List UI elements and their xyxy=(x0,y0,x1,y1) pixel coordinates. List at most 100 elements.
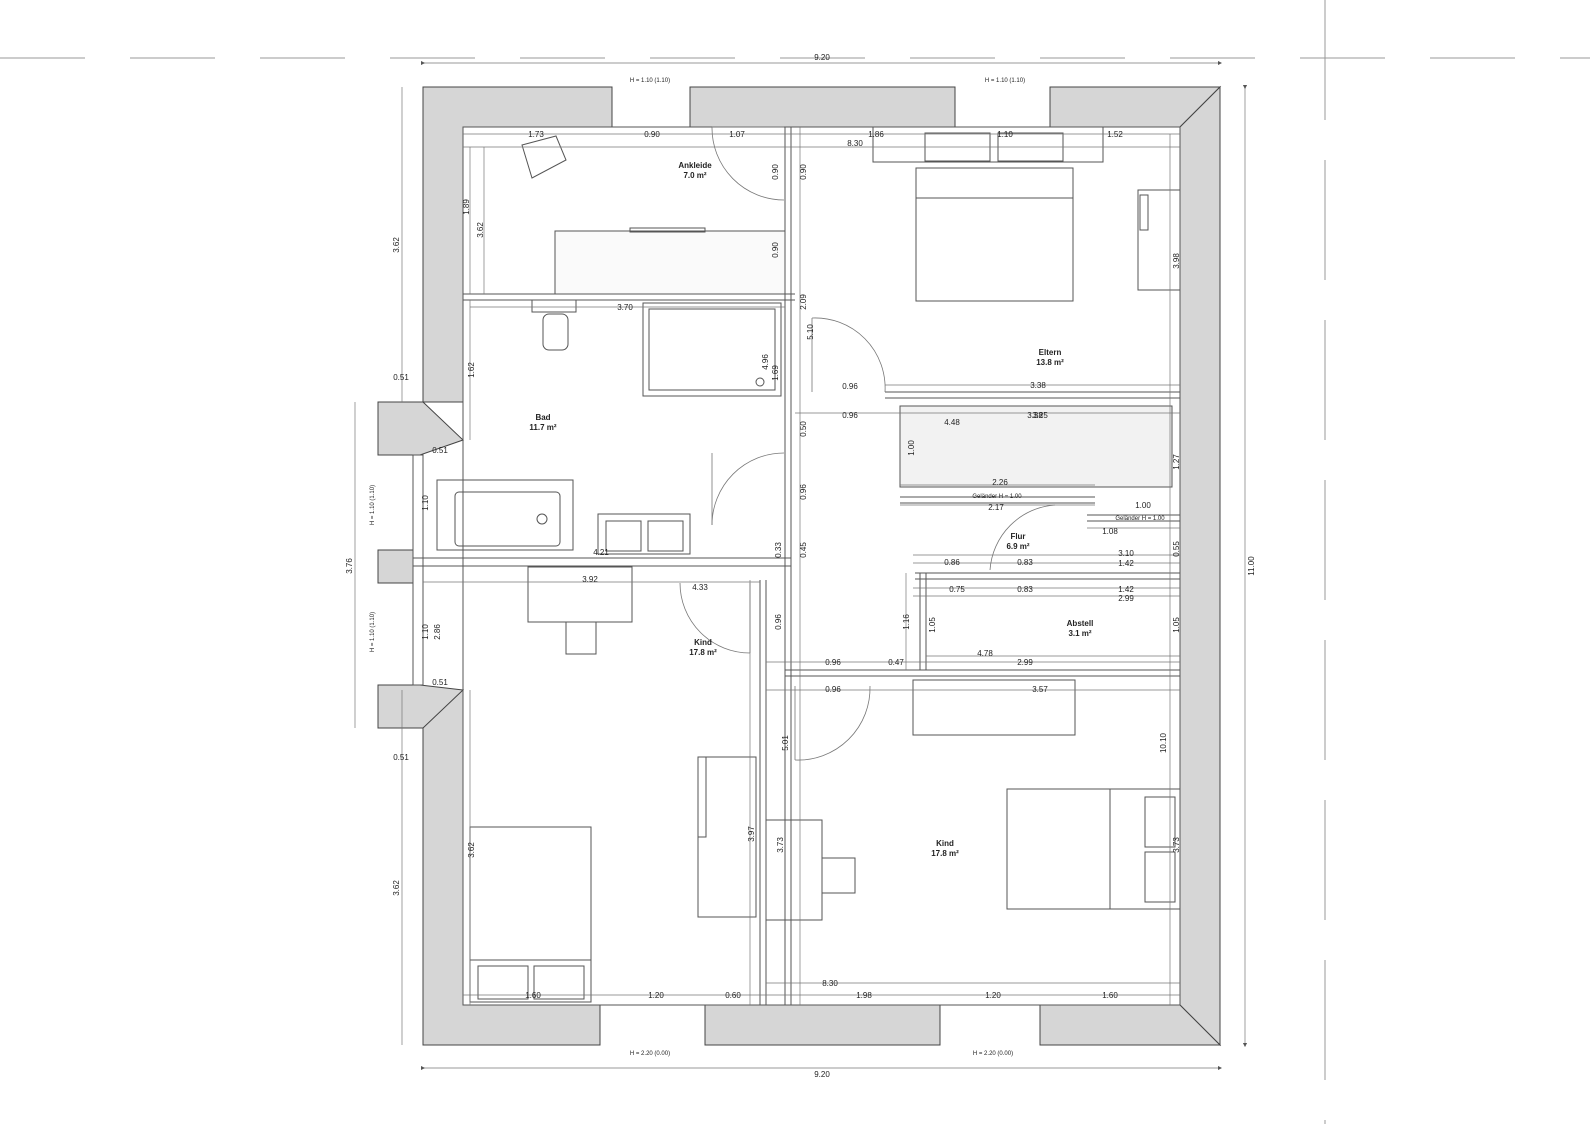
dim-label: 0.96 xyxy=(774,614,783,630)
dimension-lines xyxy=(354,60,1248,1071)
dim-label: 4.78 xyxy=(977,649,993,658)
dim-label: 0.45 xyxy=(799,542,808,558)
dim-label: 0.96 xyxy=(799,484,808,500)
dim-label: 2.99 xyxy=(1118,594,1134,603)
dim-label: 0.83 xyxy=(1017,585,1033,594)
dim-label: 3.70 xyxy=(617,303,633,312)
room-eltern-area: 13.8 m² xyxy=(1036,358,1064,367)
room-labels: Ankleide 7.0 m² Eltern 13.8 m² Bad 11.7 … xyxy=(529,161,1093,858)
dim-label: 1.86 xyxy=(868,130,884,139)
dimension-labels: 1.73 0.90 1.07 1.86 1.10 1.52 8.30 1.89 … xyxy=(392,130,1181,1000)
dim-label: 1.00 xyxy=(1135,501,1151,510)
interior-walls xyxy=(412,126,1181,1006)
dim-label: 1.60 xyxy=(525,991,541,1000)
dim-label: 0.90 xyxy=(771,164,780,180)
room-bad-name: Bad xyxy=(535,413,550,422)
room-ankleide-name: Ankleide xyxy=(678,161,712,170)
dim-label: 0.75 xyxy=(949,585,965,594)
dim-label: 0.96 xyxy=(825,685,841,694)
dim-label: 0.47 xyxy=(888,658,904,667)
dim-label: 1.60 xyxy=(1102,991,1118,1000)
width-top-label: 9.20 xyxy=(814,53,830,62)
dim-label: 1.52 xyxy=(1107,130,1123,139)
dim-label: 1.42 xyxy=(1118,585,1134,594)
dim-label: 3.25 xyxy=(1032,411,1048,420)
exterior-walls xyxy=(377,85,1222,1047)
dim-label: 1.73 xyxy=(528,130,544,139)
dim-label: 1.08 xyxy=(1102,527,1118,536)
dim-label: 1.20 xyxy=(985,991,1001,1000)
dim-label: 1.05 xyxy=(928,617,937,633)
dim-label: 0.86 xyxy=(944,558,960,567)
railing-label-1: Geländer H = 1.00 xyxy=(972,494,1022,500)
room-bad-area: 11.7 m² xyxy=(529,423,556,432)
dim-label: 0.90 xyxy=(644,130,660,139)
dim-label: 3.73 xyxy=(776,837,785,853)
dim-label: 3.38 xyxy=(1030,381,1046,390)
dim-label: 0.96 xyxy=(825,658,841,667)
dim-label: 2.09 xyxy=(799,294,808,310)
room-flur-name: Flur xyxy=(1010,532,1025,541)
room-abstell-area: 3.1 m² xyxy=(1068,629,1091,638)
dim-label: 1.27 xyxy=(1172,454,1181,470)
window-label-left-upper: H = 1.10 (1.10) xyxy=(370,485,376,525)
window-label-left-lower: H = 1.10 (1.10) xyxy=(370,612,376,652)
dim-label: 0.55 xyxy=(1172,541,1181,557)
dim-label: 2.17 xyxy=(988,503,1004,512)
dim-label: 3.62 xyxy=(392,880,401,896)
window-label-bottom-right: H = 2.20 (0.00) xyxy=(973,1051,1013,1057)
dim-label: 0.83 xyxy=(1017,558,1033,567)
dim-label: 1.42 xyxy=(1118,559,1134,568)
dim-label: 0.51 xyxy=(432,678,448,687)
dim-label: 1.89 xyxy=(462,199,471,215)
dim-label: 3.57 xyxy=(1032,685,1048,694)
dim-label: 3.62 xyxy=(392,237,401,253)
dim-label: 1.69 xyxy=(771,365,780,381)
dim-label: 4.48 xyxy=(944,418,960,427)
room-eltern-name: Eltern xyxy=(1039,348,1062,357)
overall-dimension-labels: 9.20 9.20 11.00 3.76 H = 1.10 (1.10) H =… xyxy=(345,53,1256,1079)
dim-label: 0.90 xyxy=(771,242,780,258)
dim-label: 4.21 xyxy=(593,548,609,557)
dim-label: 0.51 xyxy=(432,446,448,455)
dim-label: 0.50 xyxy=(799,421,808,437)
dim-label: 3.62 xyxy=(476,222,485,238)
dim-label: 1.20 xyxy=(648,991,664,1000)
dim-label: 0.96 xyxy=(842,411,858,420)
dim-label: 3.92 xyxy=(582,575,598,584)
dim-label: 0.60 xyxy=(725,991,741,1000)
dim-label: 1.16 xyxy=(902,614,911,630)
dim-label: 0.33 xyxy=(774,542,783,558)
dim-label: 3.38 xyxy=(1027,411,1043,420)
room-kind-left-name: Kind xyxy=(694,638,712,647)
dim-label: 1.00 xyxy=(907,440,916,456)
dim-label: 2.99 xyxy=(1017,658,1033,667)
dim-label: 4.33 xyxy=(692,583,708,592)
room-kind-right-name: Kind xyxy=(936,839,954,848)
window-label-top-right: H = 1.10 (1.10) xyxy=(985,78,1025,84)
dim-label: 8.30 xyxy=(847,139,863,148)
height-right-label: 11.00 xyxy=(1247,556,1256,576)
dim-label: 3.97 xyxy=(747,826,756,842)
dim-label: 3.73 xyxy=(1172,837,1181,853)
room-flur-area: 6.9 m² xyxy=(1006,542,1029,551)
dim-label: 1.07 xyxy=(729,130,745,139)
dim-label: 3.62 xyxy=(467,842,476,858)
room-ankleide-area: 7.0 m² xyxy=(683,171,706,180)
dim-label: 2.86 xyxy=(433,624,442,640)
dim-label: 1.05 xyxy=(1172,617,1181,633)
dim-label: 1.10 xyxy=(997,130,1013,139)
dim-label: 1.10 xyxy=(421,624,430,640)
dim-label: 0.96 xyxy=(842,382,858,391)
room-abstell-name: Abstell xyxy=(1067,619,1094,628)
dim-label: 2.26 xyxy=(992,478,1008,487)
window-label-bottom-left: H = 2.20 (0.00) xyxy=(630,1051,670,1057)
dim-label: 1.62 xyxy=(467,362,476,378)
dim-label: 1.98 xyxy=(856,991,872,1000)
dim-label: 10.10 xyxy=(1159,732,1168,753)
width-bottom-label: 9.20 xyxy=(814,1070,830,1079)
room-kind-left-area: 17.8 m² xyxy=(689,648,717,657)
dim-label: 4.96 xyxy=(761,354,770,370)
